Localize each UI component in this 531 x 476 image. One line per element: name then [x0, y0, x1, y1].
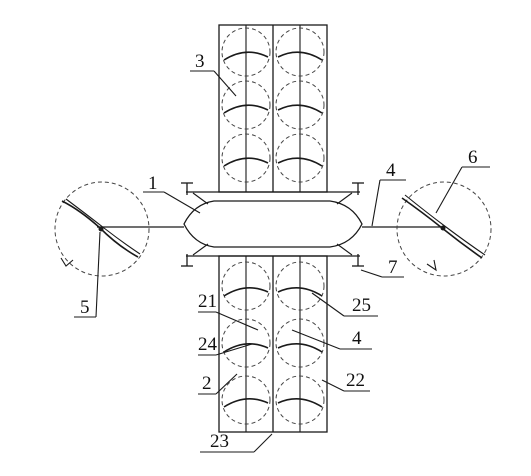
- left-propeller-5: [54, 181, 150, 277]
- label-25: 25: [352, 295, 371, 316]
- label-5: 5: [80, 297, 90, 318]
- label-4-lower: 4: [352, 328, 362, 349]
- label-6: 6: [468, 147, 478, 168]
- label-3: 3: [195, 51, 205, 72]
- label-21: 21: [198, 291, 217, 312]
- label-24: 24: [198, 334, 218, 355]
- support-bars: [181, 182, 364, 267]
- label-2: 2: [202, 373, 212, 394]
- label-23: 23: [210, 431, 229, 452]
- upper-frame-3: [218, 24, 328, 193]
- right-propeller-6: [396, 181, 492, 277]
- reference-labels: 3 1 4 6 5 7 21 24 2 25 4 22 23: [80, 51, 478, 452]
- lower-frame-2: [218, 255, 328, 433]
- leader-lines: [74, 70, 490, 453]
- label-22: 22: [346, 370, 365, 391]
- label-1: 1: [148, 173, 158, 194]
- central-body-1: [183, 200, 363, 248]
- label-7: 7: [388, 257, 398, 278]
- label-4-top: 4: [386, 160, 396, 181]
